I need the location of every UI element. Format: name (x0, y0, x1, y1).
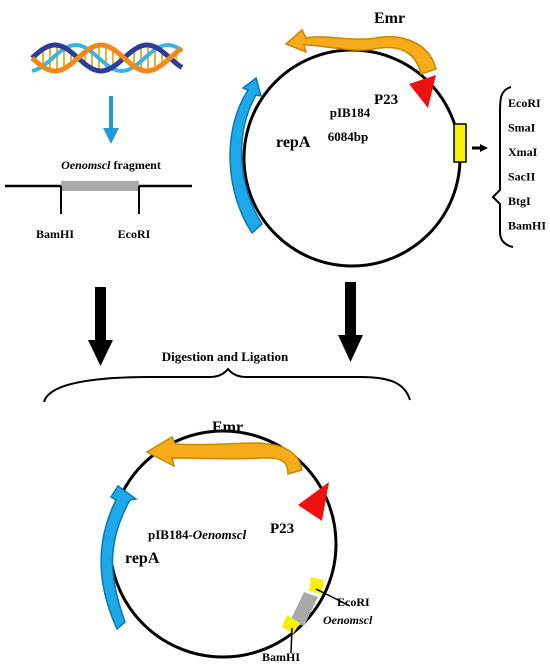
mcs-site-label: XmaI (508, 145, 538, 159)
vector-plasmid: Emr P23 repA pIB184 6084bp (229, 10, 467, 268)
fragment-label: Oenomscl fragment (61, 158, 161, 172)
mcs-site-label: BtgI (508, 194, 531, 208)
product-bamhi-marker-icon (282, 615, 300, 634)
product-bamhi-leader (290, 627, 293, 654)
vector-size: 6084bp (328, 129, 368, 144)
mcs-brace (491, 86, 514, 248)
product-promoter-label: P23 (270, 521, 294, 537)
product-ecori-marker-icon (309, 577, 324, 594)
mcs-site-label: BamHI (508, 219, 546, 233)
black-down-arrow-right-icon (338, 282, 363, 362)
product-plasmid: Emr P23 repA pIB184-Oenomscl EcoRI Oenom… (100, 419, 373, 664)
double-helix-icon (30, 42, 184, 74)
fragment-site-left: BamHI (36, 227, 74, 241)
mcs-site-label: SacII (508, 170, 536, 184)
vector-name: pIB184 (330, 105, 371, 120)
product-ecori-leader (315, 588, 351, 607)
vector-repa-label: repA (276, 134, 311, 151)
fragment-insert-bar (61, 181, 139, 191)
product-insert-label: Oenomscl (323, 613, 373, 627)
mcs-box (453, 123, 467, 163)
product-p23-promoter-triangle (298, 482, 329, 521)
emr-gene-arrow (284, 28, 437, 75)
product-emr-gene-arrow (145, 435, 303, 475)
vector-promoter-label: P23 (374, 92, 398, 108)
blue-down-arrow-icon (103, 96, 119, 144)
fragment-site-right: EcoRI (118, 227, 151, 241)
product-emr-label: Emr (212, 419, 243, 436)
p23-promoter-triangle (409, 75, 436, 108)
product-site-bottom: BamHI (262, 650, 300, 664)
black-down-arrow-left-icon (88, 287, 113, 366)
fragment-block: Oenomscl fragment BamHI EcoRI (5, 158, 192, 241)
product-site-top: EcoRI (337, 595, 370, 609)
vector-emr-label: Emr (374, 10, 405, 27)
product-name: pIB184-Oenomscl (148, 527, 247, 542)
mcs-list: EcoRI SmaI XmaI SacII BtgI BamHI (472, 86, 546, 248)
mcs-site-label: EcoRI (508, 96, 541, 110)
product-insert-segment (290, 592, 318, 626)
product-repa-gene-arrow (100, 484, 138, 631)
mcs-site-label: SmaI (508, 121, 536, 135)
product-repa-label: repA (125, 550, 160, 567)
step-label: Digestion and Ligation (162, 349, 289, 364)
step-brace (43, 367, 411, 403)
repa-gene-arrow (229, 76, 263, 235)
